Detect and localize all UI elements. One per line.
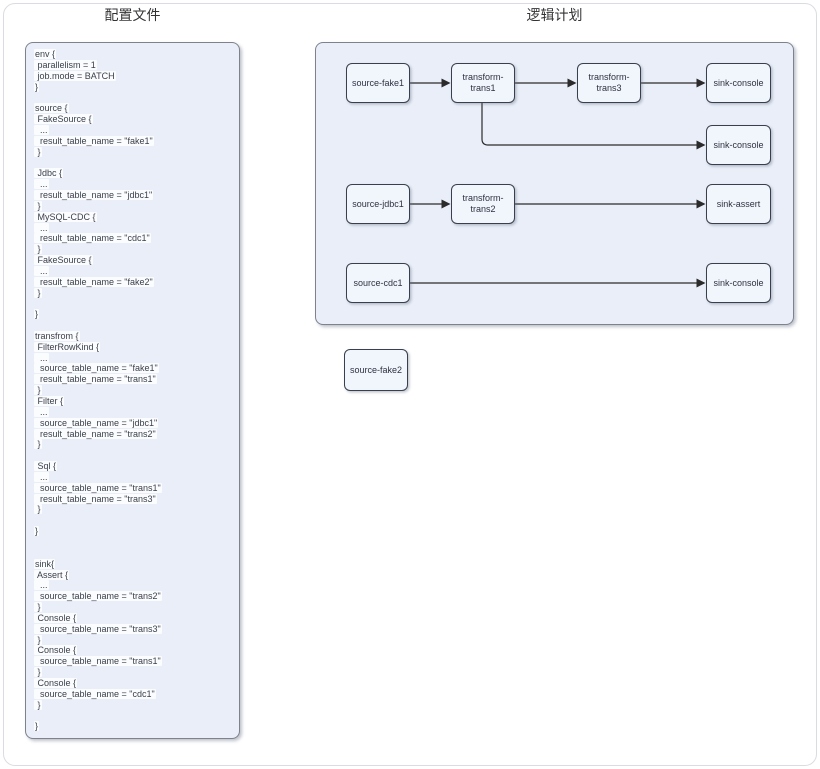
config-line: } — [34, 287, 42, 298]
config-line: source_table_name = "trans1" — [34, 656, 162, 667]
config-line: result_table_name = "trans2" — [34, 428, 157, 439]
config-line: } — [34, 439, 42, 450]
config-line: result_table_name = "fake1" — [34, 135, 154, 146]
config-line: sink{ — [34, 558, 56, 569]
config-line: } — [34, 81, 40, 92]
node-sink-assert: sink-assert — [706, 184, 771, 224]
config-line: result_table_name = "fake2" — [34, 276, 154, 287]
node-label: transform-trans3 — [588, 72, 630, 93]
config-line: Console { — [34, 677, 78, 688]
config-line: } — [34, 244, 42, 255]
config-line: parallelism = 1 — [34, 59, 97, 70]
config-line: Console { — [34, 645, 78, 656]
node-label: sink-assert — [716, 198, 761, 209]
config-line — [34, 537, 231, 548]
node-label: source-cdc1 — [353, 277, 403, 288]
config-line: Jdbc { — [34, 168, 64, 179]
config-line: ... — [34, 471, 49, 482]
config-line: } — [34, 667, 42, 678]
config-line: ... — [34, 352, 49, 363]
config-line: } — [34, 385, 42, 396]
config-line — [34, 298, 231, 309]
config-line: Assert { — [34, 569, 70, 580]
config-line: source_table_name = "trans2" — [34, 591, 162, 602]
node-source-cdc1: source-cdc1 — [346, 263, 410, 303]
node-source-fake1: source-fake1 — [346, 63, 410, 103]
config-panel-title: 配置文件 — [104, 7, 161, 23]
config-line: transfrom { — [34, 330, 80, 341]
config-line: source_table_name = "fake1" — [34, 363, 159, 374]
config-line: source { — [34, 103, 69, 114]
config-line: result_table_name = "cdc1" — [34, 233, 151, 244]
node-label: sink-console — [713, 139, 764, 150]
node-source-fake2: source-fake2 — [344, 349, 408, 391]
plan-panel-title: 逻辑计划 — [526, 7, 583, 23]
plan-panel: source-fake1 transform-trans1 transform-… — [315, 42, 794, 325]
config-line: FakeSource { — [34, 114, 93, 125]
node-sink-console-2: sink-console — [706, 125, 771, 165]
config-line: } — [34, 309, 40, 320]
config-line: source_table_name = "trans3" — [34, 623, 162, 634]
config-panel: env { parallelism = 1 job.mode = BATCH}s… — [25, 42, 240, 739]
config-line: result_table_name = "jdbc1" — [34, 189, 154, 200]
node-source-jdbc1: source-jdbc1 — [346, 184, 410, 224]
node-label: source-fake1 — [351, 77, 405, 88]
config-line: } — [34, 699, 42, 710]
config-line: } — [34, 504, 42, 515]
config-line: env { — [34, 49, 57, 59]
node-transform-trans1: transform-trans1 — [451, 63, 515, 103]
config-line: } — [34, 721, 40, 732]
config-line: ... — [34, 406, 49, 417]
config-line — [34, 450, 231, 461]
config-line: result_table_name = "trans3" — [34, 493, 157, 504]
config-line: } — [34, 634, 42, 645]
node-label: sink-console — [713, 77, 764, 88]
config-line: ... — [34, 265, 49, 276]
config-line: Sql { — [34, 461, 58, 472]
node-label: transform-trans2 — [462, 193, 504, 214]
config-line: job.mode = BATCH — [34, 70, 116, 81]
config-line: } — [34, 146, 42, 157]
config-line — [34, 92, 231, 103]
node-label: source-jdbc1 — [352, 198, 404, 209]
edge-trans1-console — [481, 103, 706, 150]
config-line: ... — [34, 179, 49, 190]
config-line: FakeSource { — [34, 255, 93, 266]
config-line: MySQL-CDC { — [34, 211, 97, 222]
config-line: source_table_name = "trans1" — [34, 482, 162, 493]
config-line: } — [34, 602, 42, 613]
node-transform-trans3: transform-trans3 — [577, 63, 641, 103]
config-line: ... — [34, 124, 49, 135]
config-line — [34, 157, 231, 168]
config-line: Filter { — [34, 396, 65, 406]
config-line — [34, 515, 231, 526]
config-line: source_table_name = "jdbc1" — [34, 417, 159, 428]
flow-arrows — [410, 78, 706, 288]
config-line — [34, 320, 231, 331]
config-line: Console { — [34, 612, 78, 623]
node-label: source-fake2 — [349, 364, 403, 375]
config-line: ... — [34, 222, 49, 233]
config-line — [34, 710, 231, 721]
node-transform-trans2: transform-trans2 — [451, 184, 515, 224]
node-label: sink-console — [713, 277, 764, 288]
node-sink-console-1: sink-console — [706, 63, 771, 103]
node-label: transform-trans1 — [462, 72, 504, 93]
config-line: result_table_name = "trans1" — [34, 374, 157, 385]
node-sink-console-3: sink-console — [706, 263, 771, 303]
config-line: } — [34, 526, 40, 537]
config-line — [34, 548, 231, 559]
config-line: ... — [34, 580, 49, 591]
config-line: } — [34, 200, 42, 211]
config-line: source_table_name = "cdc1" — [34, 688, 156, 699]
config-line: FilterRowKind { — [34, 341, 101, 352]
